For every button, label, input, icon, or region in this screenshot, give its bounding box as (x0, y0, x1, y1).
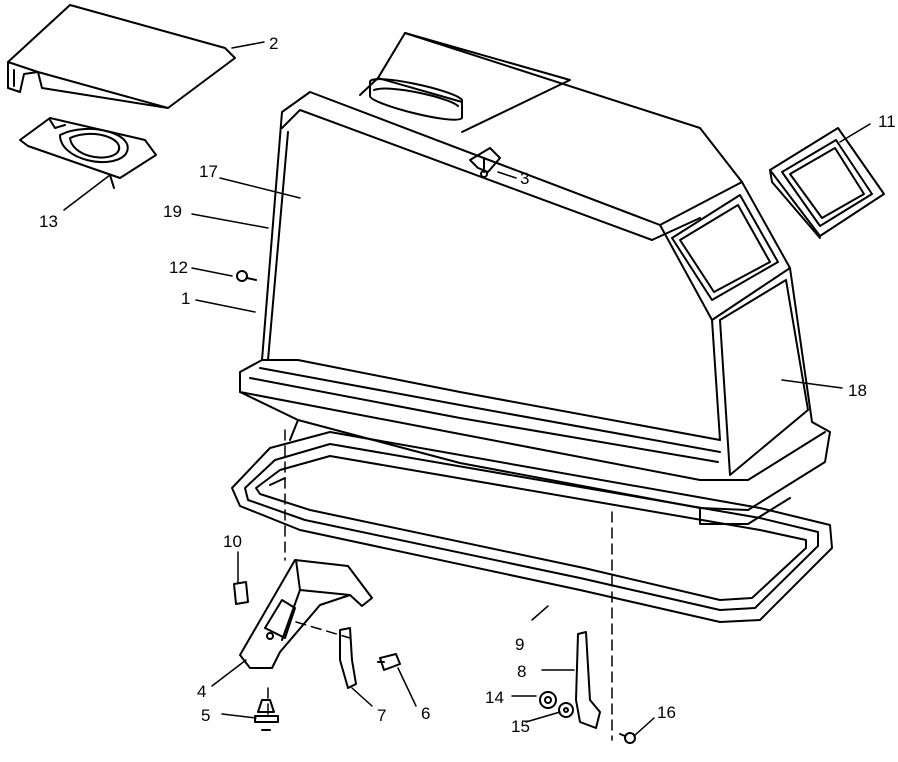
callout-4: 4 (197, 682, 207, 701)
mounting-bracket (239, 559, 373, 669)
callout-1: 1 (181, 289, 191, 308)
callout-16: 16 (657, 703, 676, 722)
small-screw (619, 732, 636, 744)
callout-12: 12 (169, 258, 188, 277)
air-intake-cover (7, 4, 236, 109)
screw (236, 270, 257, 282)
callout-11: 11 (878, 112, 896, 131)
callout-2: 2 (269, 34, 279, 53)
bolt (377, 653, 401, 671)
callout-10: 10 (223, 532, 242, 551)
callout-17: 17 (199, 162, 218, 181)
callout-13: 13 (39, 212, 58, 231)
callout-3: 3 (520, 169, 530, 188)
callout-8: 8 (517, 662, 527, 681)
latch-strap (575, 631, 601, 729)
latch-bracket (469, 147, 501, 178)
motor-cover (239, 32, 831, 525)
callout-7: 7 (377, 706, 387, 725)
callout-9: 9 (515, 635, 525, 654)
cover-gasket (19, 117, 157, 189)
callout-15: 15 (511, 717, 530, 736)
callout-18: 18 (848, 381, 867, 400)
callout-5: 5 (201, 706, 211, 725)
retainer-plate (339, 627, 357, 689)
side-grille (769, 127, 885, 239)
grommet (254, 699, 279, 731)
callout-19: 19 (163, 202, 182, 221)
callout-14: 14 (485, 688, 504, 707)
nut (539, 691, 557, 709)
washer (558, 702, 574, 718)
callout-6: 6 (421, 704, 431, 723)
lower-seal (231, 431, 833, 623)
clip (233, 581, 249, 605)
